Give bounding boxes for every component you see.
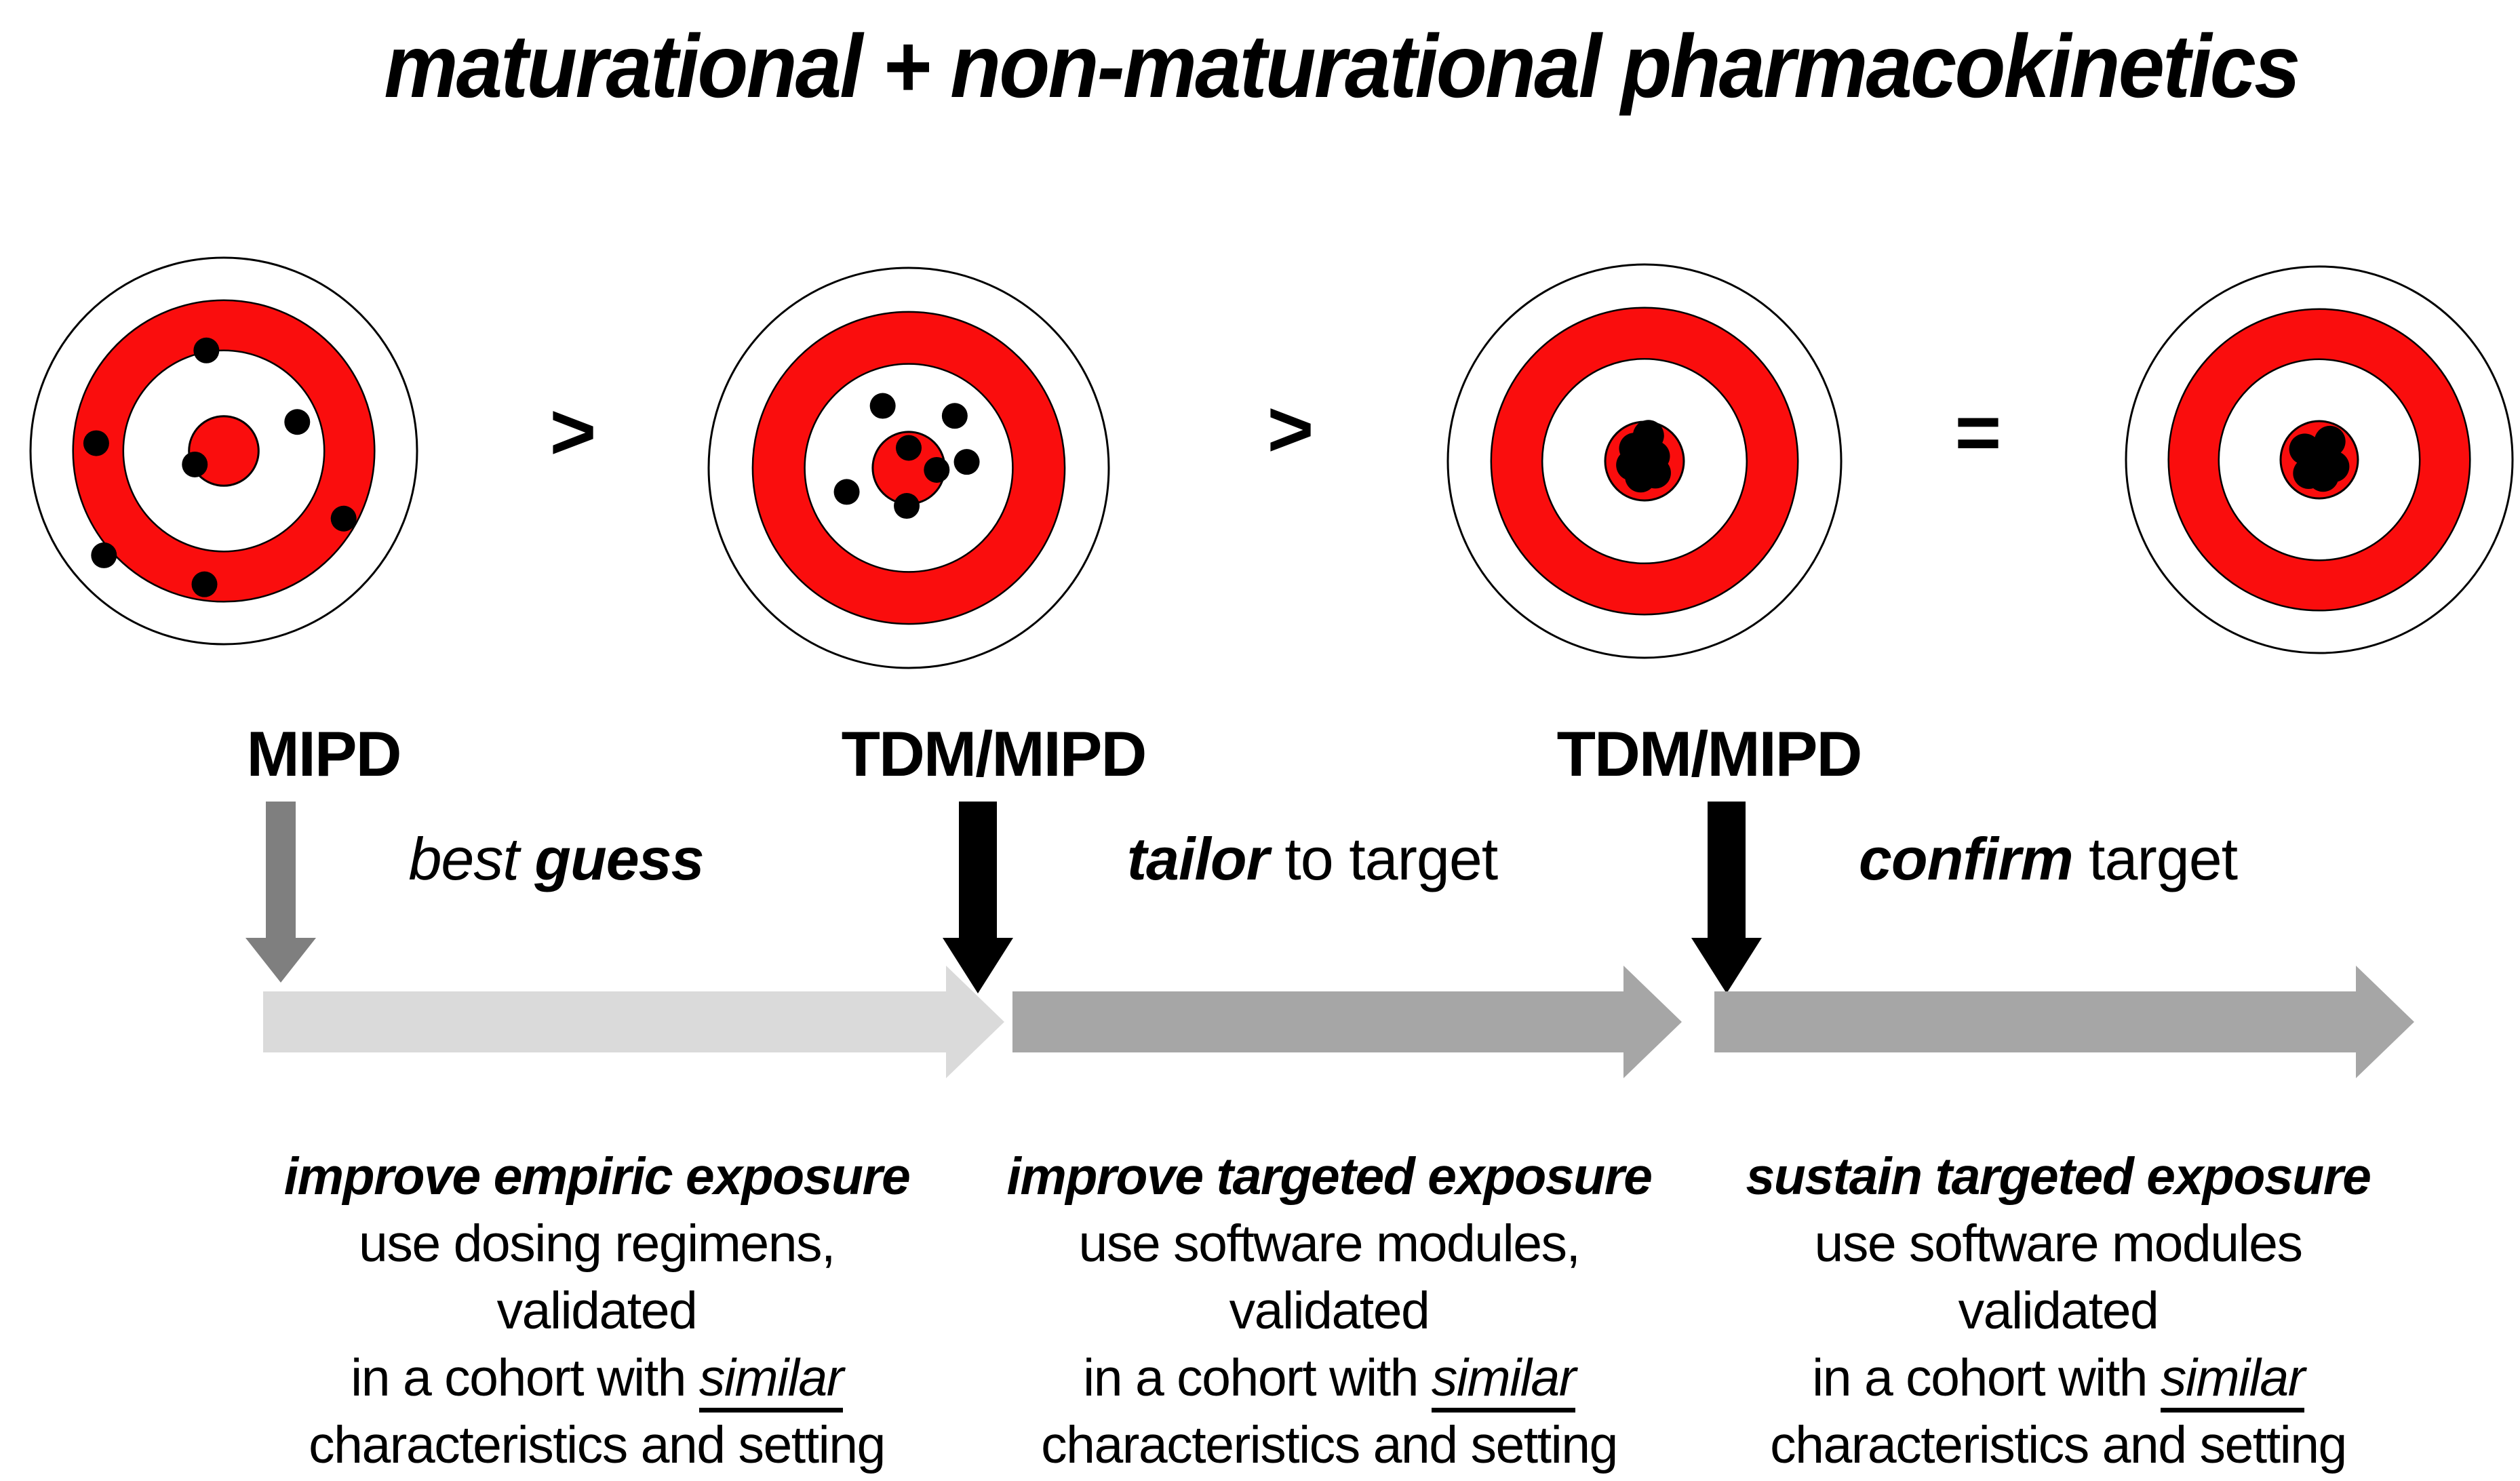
bullseye-target-svg: [29, 256, 418, 646]
text-line: use software modules: [1668, 1210, 2448, 1278]
gray-down-arrow-head: [245, 938, 316, 983]
bullseye-target-svg: [1446, 263, 1843, 659]
greater-than-operator-2: >: [1267, 384, 1314, 474]
text-part: characteristics and setting: [309, 1416, 886, 1474]
caption-confirm-target: confirm target: [1743, 825, 2353, 894]
shot-dot: [191, 571, 218, 597]
gray-down-arrow-shaft: [266, 802, 296, 939]
timeline-arrow-2-body: [1012, 991, 1623, 1052]
bullseye-target-svg: [707, 266, 1110, 669]
text-line: in a cohort with similar: [207, 1345, 987, 1413]
shot-dot: [1639, 457, 1671, 489]
text-line: characteristics and setting: [939, 1412, 1719, 1479]
bullseye-target-3: [1444, 261, 1845, 662]
diagram-title: maturational + non-maturational pharmaco…: [384, 16, 2300, 116]
text-part: validated: [1229, 1282, 1430, 1340]
shot-dot: [833, 479, 860, 505]
step-label-mipd: MIPD: [246, 718, 402, 789]
text-part: use software modules: [1814, 1215, 2303, 1273]
shot-dot: [869, 393, 896, 419]
text-part: characteristics and setting: [1770, 1416, 2347, 1474]
text-part: use dosing regimens,: [359, 1215, 835, 1273]
text-part: characteristics and setting: [1041, 1416, 1618, 1474]
text-block-improve-targeted-exposure: improve targeted exposure use software mo…: [939, 1143, 1719, 1479]
text-part: improve empiric exposure: [283, 1147, 911, 1206]
text-part: confirm: [1858, 825, 2074, 892]
text-line: improve empiric exposure: [207, 1143, 987, 1210]
text-part: in a cohort with: [1083, 1349, 1432, 1407]
shot-dot: [91, 542, 117, 568]
step-label-tdm-mipd-2: TDM/MIPD: [1556, 718, 1863, 789]
text-part: in a cohort with: [1812, 1349, 2161, 1407]
text-part: use software modules,: [1078, 1215, 1581, 1273]
text-part: best: [408, 825, 535, 892]
text-line: improve targeted exposure: [939, 1143, 1719, 1210]
timeline-arrow-1-head: [946, 966, 1004, 1078]
text-part: tailor: [1126, 825, 1269, 892]
timeline-arrow-1-body: [263, 991, 946, 1052]
text-part: in a cohort with: [351, 1349, 699, 1407]
timeline-arrow-3-head: [2356, 966, 2414, 1078]
text-part: validated: [496, 1282, 698, 1340]
text-part: similar: [2160, 1349, 2305, 1413]
timeline-arrow-2-head: [1623, 966, 1682, 1078]
text-block-sustain-targeted-exposure: sustain targeted exposure use software mo…: [1668, 1143, 2448, 1479]
text-line: in a cohort with similar: [1668, 1345, 2448, 1413]
shot-dot: [330, 505, 357, 532]
text-part: sustain targeted exposure: [1746, 1147, 2371, 1206]
shot-dot: [894, 493, 920, 519]
caption-tailor-to-target: tailor to target: [1007, 825, 1617, 894]
shot-dot: [182, 451, 208, 477]
shot-dot: [284, 409, 311, 435]
text-part: target: [2072, 825, 2238, 892]
black-down-arrow-2-shaft: [1708, 802, 1746, 939]
text-line: in a cohort with similar: [939, 1345, 1719, 1413]
text-part: improve targeted exposure: [1006, 1147, 1653, 1206]
shot-dot: [2307, 460, 2339, 492]
shot-dot: [83, 430, 109, 456]
bullseye-target-4: [2123, 263, 2517, 657]
black-down-arrow-1-shaft: [959, 802, 997, 939]
bullseye-target-svg: [2125, 265, 2514, 654]
step-label-tdm-mipd-1: TDM/MIPD: [841, 718, 1147, 789]
text-line: use software modules,: [939, 1210, 1719, 1278]
bullseye-target-1: [27, 254, 421, 648]
shot-dot: [953, 449, 980, 475]
text-line: characteristics and setting: [1668, 1412, 2448, 1479]
text-line: sustain targeted exposure: [1668, 1143, 2448, 1210]
timeline-arrow-3-body: [1714, 991, 2356, 1052]
shot-dot: [941, 403, 968, 429]
caption-best-guess: best guess: [251, 825, 861, 894]
text-line: validated: [939, 1278, 1719, 1345]
text-block-improve-empiric-exposure: improve empiric exposure use dosing regim…: [207, 1143, 987, 1479]
text-line: use dosing regimens,: [207, 1210, 987, 1278]
text-part: guess: [534, 825, 704, 892]
text-part: validated: [1958, 1282, 2159, 1340]
shot-dot: [924, 456, 950, 483]
text-line: characteristics and setting: [207, 1412, 987, 1479]
text-line: validated: [207, 1278, 987, 1345]
text-part: similar: [698, 1349, 844, 1413]
text-part: similar: [1431, 1349, 1576, 1413]
greater-than-operator-1: >: [549, 387, 597, 477]
text-part: to target: [1268, 825, 1498, 892]
shot-dot: [896, 435, 922, 461]
black-down-arrow-2-head: [1691, 938, 1762, 993]
text-line: validated: [1668, 1278, 2448, 1345]
shot-dot: [193, 337, 220, 363]
equals-operator: =: [1954, 388, 2002, 477]
bullseye-target-2: [705, 264, 1113, 672]
